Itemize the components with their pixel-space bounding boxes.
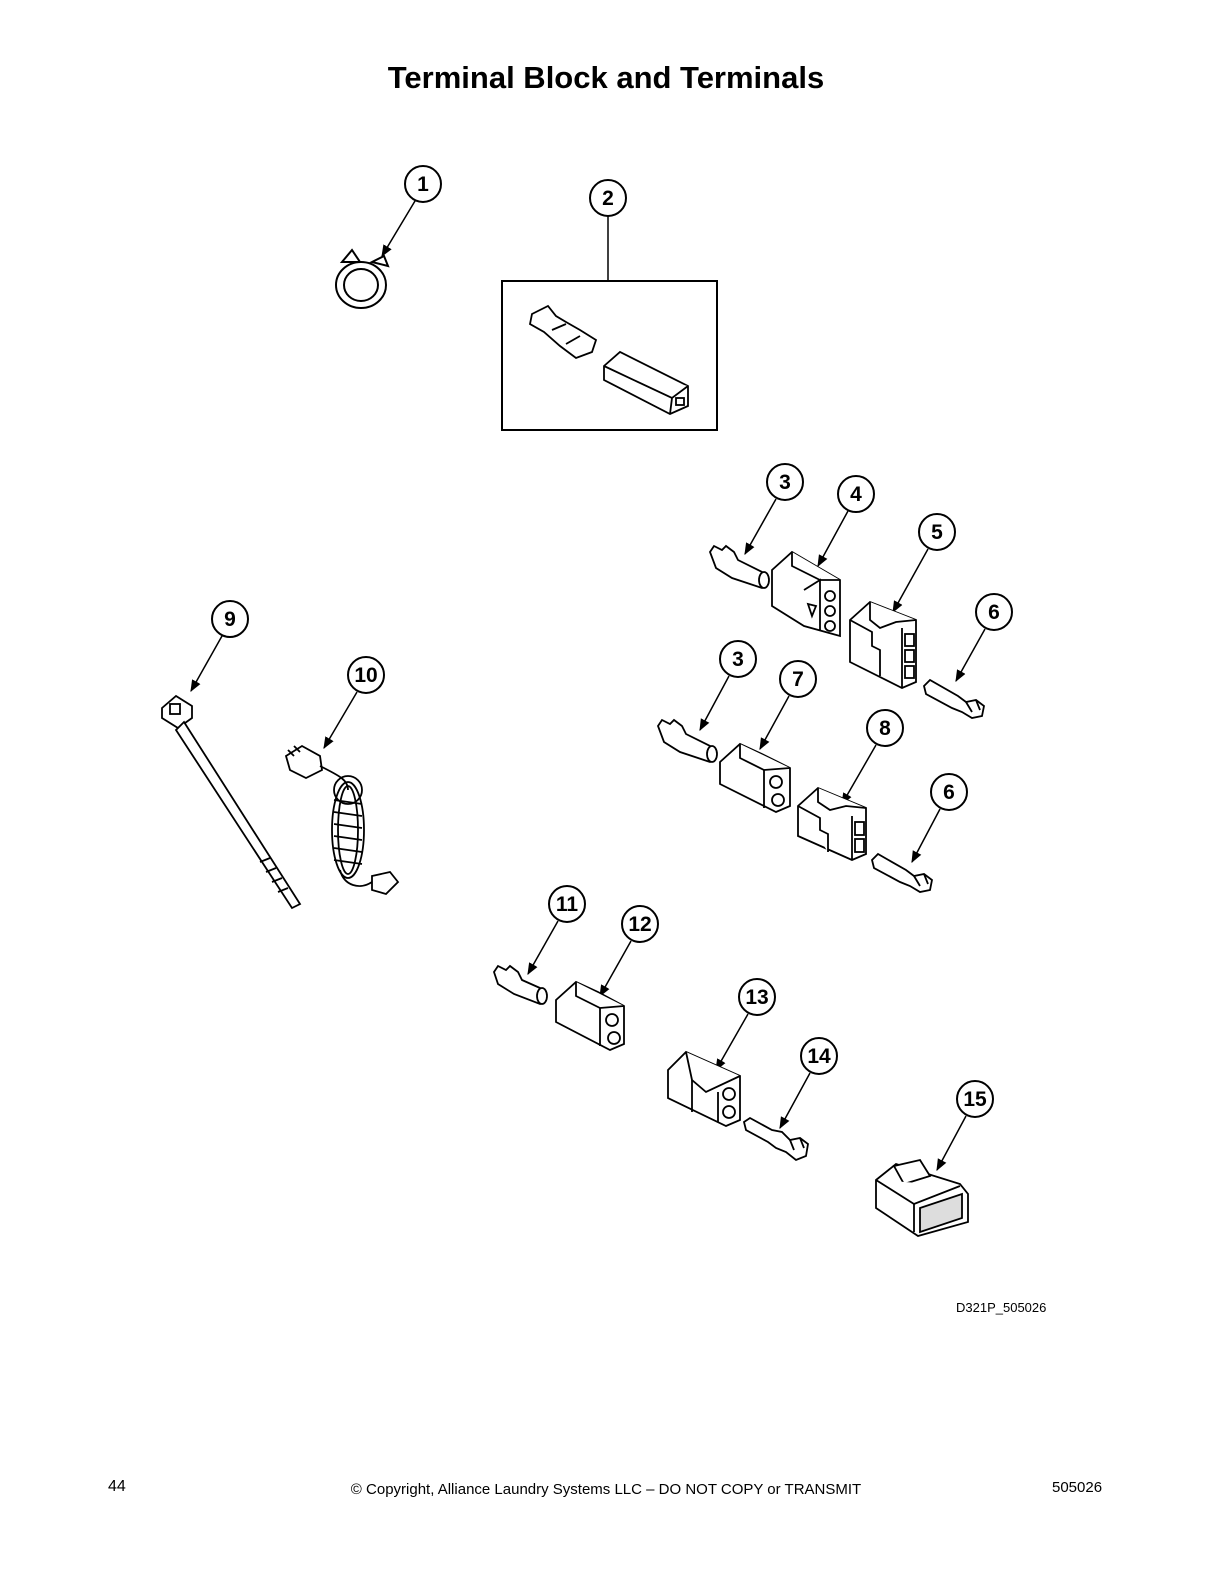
- svg-text:9: 9: [224, 608, 236, 631]
- callout-7[interactable]: 7: [759, 660, 817, 751]
- callout-6-lower[interactable]: 6: [911, 773, 968, 864]
- callout-10[interactable]: 10: [323, 656, 385, 750]
- callout-12[interactable]: 12: [599, 905, 659, 998]
- svg-text:15: 15: [963, 1088, 987, 1111]
- terminal-kit-frame: [501, 280, 718, 431]
- callout-3-upper[interactable]: 3: [744, 463, 804, 556]
- svg-text:3: 3: [732, 648, 744, 671]
- svg-text:13: 13: [745, 986, 768, 1009]
- page-number: 44: [108, 1478, 126, 1495]
- callout-15[interactable]: 15: [936, 1080, 994, 1172]
- hose-clamp-part: [335, 248, 390, 309]
- svg-text:6: 6: [988, 601, 1000, 624]
- spade-terminal-part: [528, 304, 598, 360]
- terminal-block-part: [875, 1158, 969, 1237]
- svg-text:12: 12: [628, 913, 651, 936]
- male-pin-terminal-part-2: [871, 852, 933, 893]
- two-pin-receptacle-housing-part: [797, 786, 867, 861]
- callout-8[interactable]: 8: [841, 709, 904, 806]
- plug-housing-part: [555, 980, 625, 1051]
- svg-text:2: 2: [602, 187, 614, 210]
- svg-text:3: 3: [779, 471, 791, 494]
- callout-9[interactable]: 9: [190, 600, 249, 693]
- callout-14[interactable]: 14: [779, 1037, 838, 1130]
- female-pin-terminal-part: [708, 544, 770, 590]
- svg-text:6: 6: [943, 781, 955, 804]
- callout-6-upper[interactable]: 6: [955, 593, 1013, 683]
- receptacle-terminal-part: [493, 964, 548, 1006]
- callout-4[interactable]: 4: [817, 475, 875, 568]
- cable-tie-part: [161, 694, 302, 910]
- svg-text:7: 7: [792, 668, 804, 691]
- svg-text:1: 1: [417, 173, 429, 196]
- callout-2[interactable]: 2: [589, 179, 627, 281]
- callout-3-lower[interactable]: 3: [699, 640, 757, 732]
- page-title: Terminal Block and Terminals: [387, 60, 825, 95]
- two-pin-plug-housing-part: [719, 742, 791, 813]
- terminal-housing-part: [603, 350, 689, 415]
- svg-text:11: 11: [556, 893, 579, 916]
- male-pin-terminal-part: [923, 678, 985, 719]
- callout-11[interactable]: 11: [527, 885, 586, 976]
- svg-text:10: 10: [354, 664, 377, 687]
- female-pin-terminal-part-2: [656, 718, 718, 764]
- svg-text:4: 4: [850, 483, 862, 506]
- copyright-notice: © Copyright, Alliance Laundry Systems LL…: [350, 1481, 862, 1498]
- drawing-id: D321P_505026: [956, 1300, 1047, 1315]
- callout-5[interactable]: 5: [892, 513, 956, 614]
- callout-1[interactable]: 1: [381, 165, 442, 258]
- svg-text:5: 5: [931, 521, 943, 544]
- three-pin-receptacle-housing-part: [849, 600, 917, 689]
- callout-13[interactable]: 13: [715, 978, 776, 1072]
- document-number: 505026: [1052, 1479, 1103, 1496]
- receptacle-housing-part: [667, 1050, 741, 1127]
- svg-text:8: 8: [879, 717, 891, 740]
- three-pin-plug-housing-part: [771, 550, 841, 638]
- svg-text:14: 14: [807, 1045, 831, 1068]
- wire-harness-part: [284, 744, 400, 896]
- pin-terminal-part: [742, 1116, 809, 1162]
